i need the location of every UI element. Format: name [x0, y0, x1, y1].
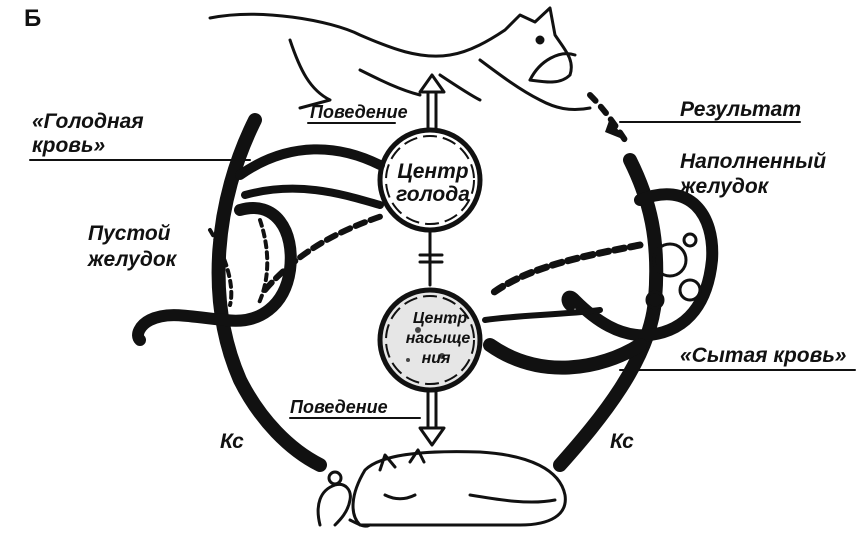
full-stomach-label-line1: Наполненный [680, 150, 826, 173]
empty-stomach-label-line2: желудок [87, 248, 178, 271]
panel-letter: Б [24, 5, 41, 32]
satiety-center-line2: насыще [406, 330, 471, 347]
satiety-center-line3: ния [422, 350, 451, 367]
hungry-blood-label-line1: «Голодная [32, 110, 144, 133]
sleeping-cat-illustration [353, 450, 565, 525]
ks-right-label: Кс [610, 430, 634, 453]
satiety-center: Центр насыще ния [380, 290, 480, 390]
satiety-center-line1: Центр [413, 310, 467, 327]
center-link [420, 230, 442, 285]
empty-stomach-label-line1: Пустой [88, 222, 171, 245]
running-cat-illustration [210, 8, 590, 110]
hunger-center: Центр голода [380, 130, 480, 230]
result-label: Результат [680, 98, 801, 121]
hunger-center-line1: Центр [397, 160, 468, 183]
behavior-top-label: Поведение [310, 102, 408, 122]
full-stomach-label-line2: желудок [679, 175, 770, 198]
behavior-bottom-label: Поведение [290, 397, 388, 417]
hungry-blood-pathways [30, 149, 385, 290]
hunger-center-line2: голода [396, 183, 470, 206]
sated-blood-label: «Сытая кровь» [680, 344, 846, 367]
ks-left-label: Кс [220, 430, 244, 453]
hungry-blood-label-line2: кровь» [32, 134, 105, 157]
